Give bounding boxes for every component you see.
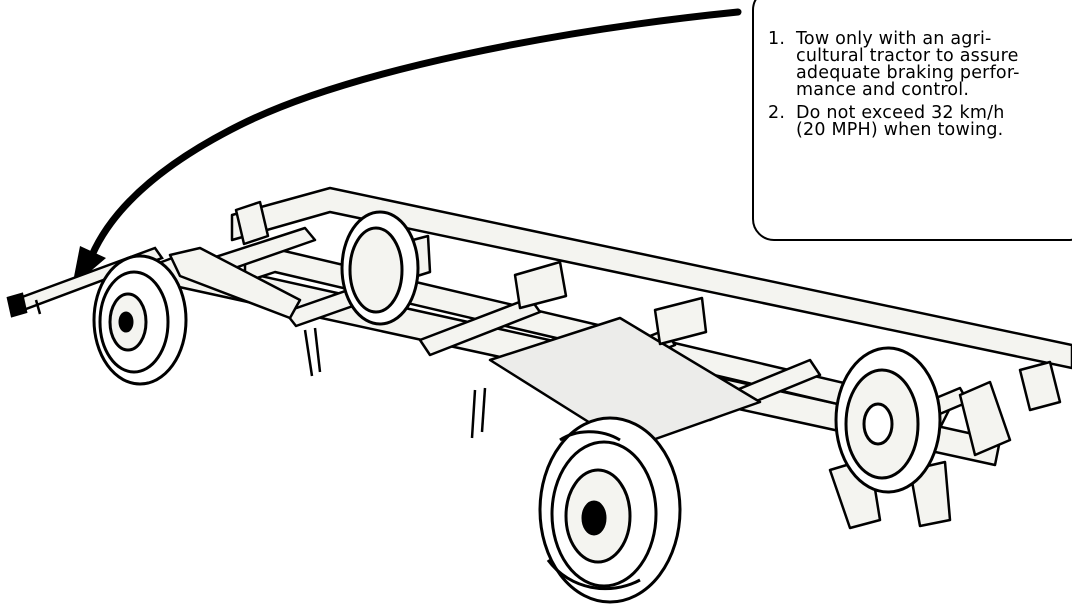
rear-back-wheel xyxy=(340,210,420,326)
front-left-wheel xyxy=(92,254,188,386)
callout-line: adequate braking perfor- xyxy=(796,63,1020,83)
callout-line: cultural tractor to assure xyxy=(796,46,1019,66)
safety-callout: 1. Tow only with an agri- cultural tract… xyxy=(752,0,1072,241)
callout-line: mance and control. xyxy=(796,80,970,100)
callout-line: (20 MPH) when towing. xyxy=(796,120,1004,140)
callout-item: 2. Do not exceed 32 km/h (20 MPH) when t… xyxy=(768,103,1072,140)
callout-line: Do not exceed 32 km/h xyxy=(796,103,1005,123)
callout-number: 1. xyxy=(768,29,786,49)
pointer-arrow xyxy=(86,8,742,264)
callout-list: 1. Tow only with an agri- cultural tract… xyxy=(768,29,1072,145)
callout-item: 1. Tow only with an agri- cultural tract… xyxy=(768,29,1072,100)
front-right-wheel xyxy=(538,416,682,604)
far-rear-wheel xyxy=(834,346,942,494)
callout-line: Tow only with an agri- xyxy=(796,29,992,49)
callout-number: 2. xyxy=(768,103,786,123)
